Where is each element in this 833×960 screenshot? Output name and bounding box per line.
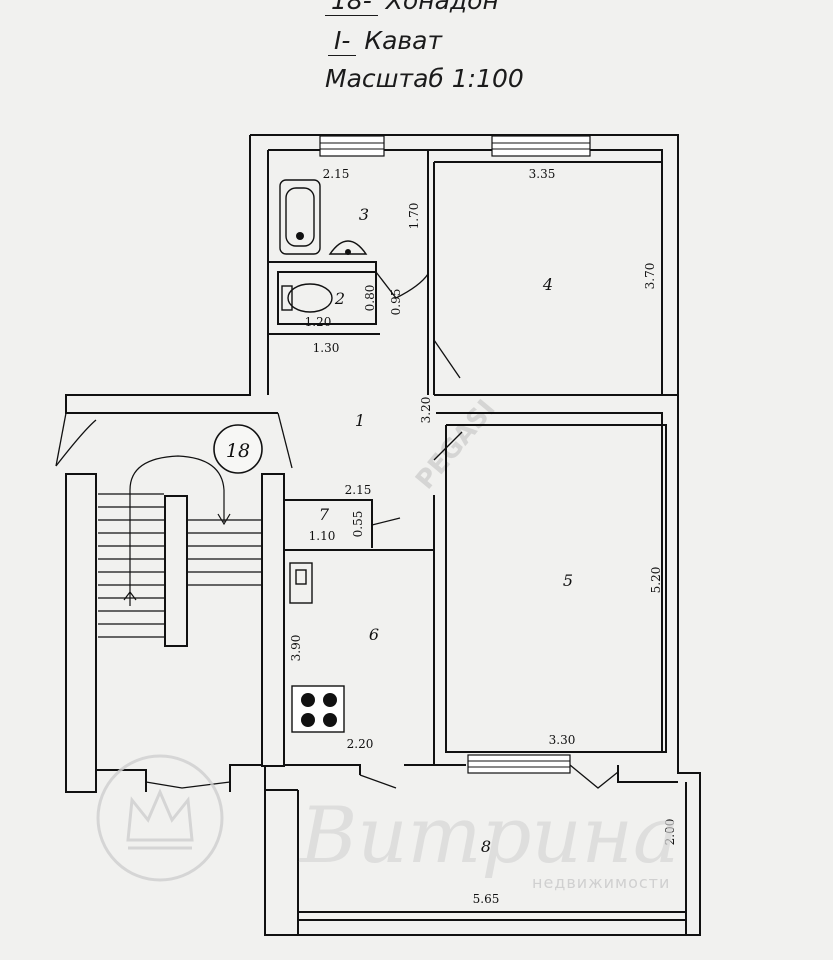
dim-r1-length: 3.20 — [419, 397, 433, 424]
bathtub-icon — [279, 179, 321, 255]
room-label-1: 1 — [355, 411, 365, 430]
window-bottom — [467, 754, 571, 774]
scale-label: Масштаб 1:100 — [325, 64, 524, 93]
dim-r3-length: 1.70 — [407, 203, 421, 230]
outer-wall — [65, 135, 278, 414]
room-label-4: 4 — [542, 275, 553, 294]
room-label-8: 8 — [481, 837, 491, 856]
dim-r6-length: 3.90 — [289, 635, 303, 662]
apartment-word: Хонадон — [385, 0, 499, 15]
room-label-6: 6 — [369, 625, 379, 644]
entrance-circle — [213, 424, 263, 474]
dim-r5-length: 5.20 — [649, 567, 663, 594]
dim-r2-length: 0.80 — [363, 285, 377, 312]
door-swings — [55, 271, 619, 789]
room-label-7: 7 — [319, 505, 330, 524]
wc-box — [277, 271, 377, 325]
wall-bath-bottom — [268, 261, 377, 272]
dim-r5-width: 3.30 — [549, 733, 576, 747]
room-label-3: 3 — [359, 205, 369, 224]
stove-icon — [291, 685, 345, 733]
floor-word: Кават — [364, 26, 443, 55]
stair-core — [164, 495, 188, 647]
window-top-right — [491, 135, 591, 157]
room-label-2: 2 — [334, 289, 345, 308]
toilet-icon — [287, 283, 333, 313]
kitchen-sink-icon — [289, 562, 313, 604]
stair-wall-right — [261, 473, 285, 767]
sink-icon — [328, 240, 368, 255]
dim-r8-width: 5.65 — [473, 892, 500, 906]
dim-r8-length: 2.00 — [663, 819, 677, 846]
wall-r6-bottom — [284, 764, 361, 775]
dim-r4-length: 3.70 — [643, 263, 657, 290]
wall-bottom — [96, 769, 147, 792]
floor-title: I- Кават — [328, 26, 442, 56]
dim-r7-width: 2.15 — [345, 483, 372, 497]
dim-r7-inner-width: 1.10 — [309, 529, 336, 543]
stair-wall-left — [65, 473, 97, 793]
entrance-number: 18 — [226, 440, 250, 462]
apartment-number: 18- — [325, 0, 378, 16]
dim-r6-width: 2.20 — [347, 737, 374, 751]
dim-corridor-width: 1.30 — [313, 341, 340, 355]
dim-r2-width: 1.20 — [305, 315, 332, 329]
brand-sub-watermark: недвижимости — [532, 873, 670, 892]
floor-number: I- — [328, 26, 357, 56]
room5-frame — [445, 424, 667, 753]
outer-wall — [250, 134, 701, 936]
stair-arrow — [123, 455, 231, 606]
brand-watermark: Витрина — [298, 791, 680, 881]
room-label-5: 5 — [563, 571, 573, 590]
dim-r7-length: 0.55 — [351, 511, 365, 538]
wall-bottom — [617, 765, 678, 783]
dim-r3-width: 2.15 — [323, 167, 350, 181]
dim-r2-door: 0.95 — [389, 289, 403, 316]
window-top-left — [319, 135, 385, 157]
stair-treads — [98, 493, 262, 638]
apartment-title: 18- Хонадон — [325, 0, 499, 16]
wall-r7 — [284, 499, 373, 548]
crown-logo — [96, 754, 224, 882]
dim-r4-width: 3.35 — [529, 167, 556, 181]
wall-bottom — [229, 764, 262, 792]
